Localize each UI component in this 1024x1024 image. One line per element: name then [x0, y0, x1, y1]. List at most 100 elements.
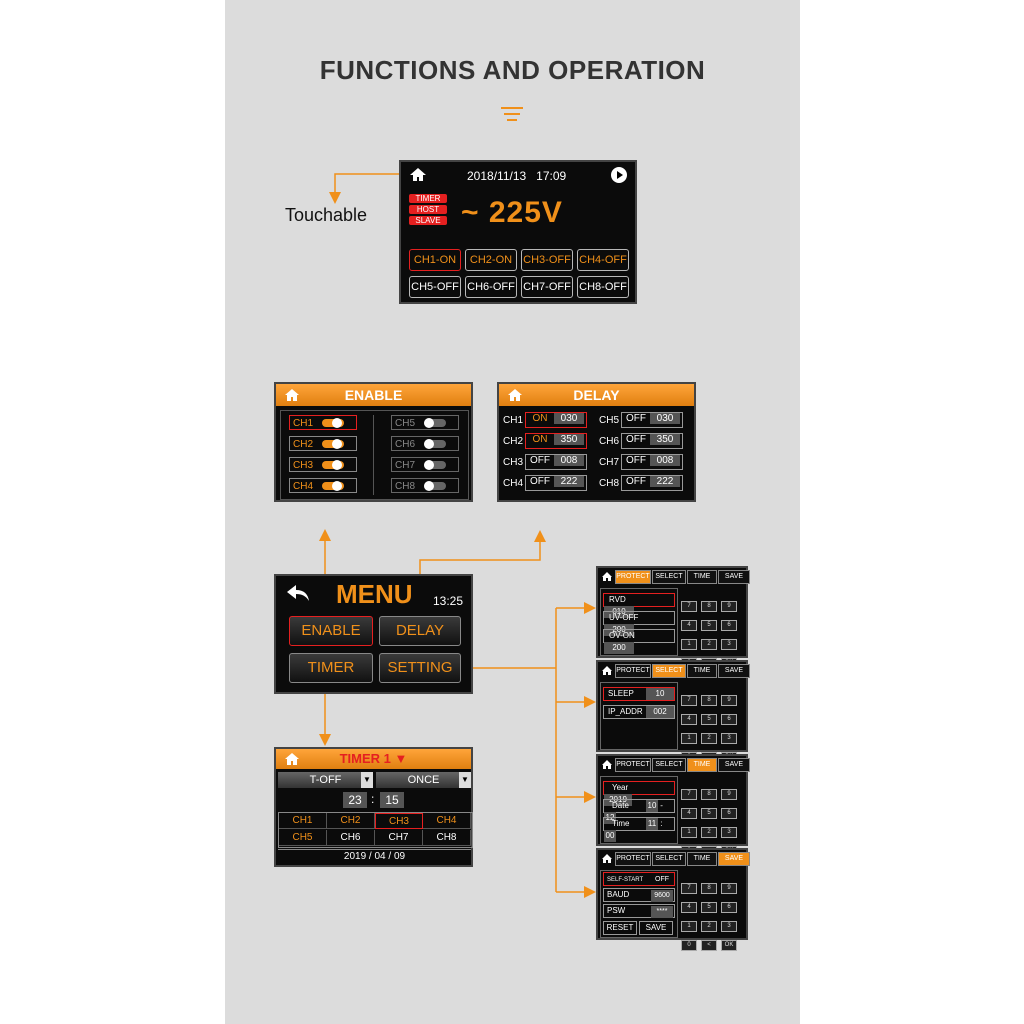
timer-channel[interactable]: CH5 — [279, 830, 327, 846]
hh-value[interactable]: 11 — [646, 818, 658, 830]
keypad-key[interactable]: 5 — [701, 620, 717, 631]
timer-channel[interactable]: CH2 — [327, 813, 375, 829]
keypad-key[interactable]: 8 — [701, 789, 717, 800]
toggle-switch[interactable] — [423, 418, 446, 429]
keypad-key[interactable]: 5 — [701, 902, 717, 913]
timer-channel[interactable]: CH8 — [423, 830, 471, 846]
tab-protect[interactable]: PROTECT — [615, 758, 651, 772]
keypad-key[interactable]: 5 — [701, 808, 717, 819]
delay-value[interactable]: 222 — [650, 476, 680, 487]
year-row[interactable]: Year2019 — [603, 781, 675, 806]
setting-button[interactable]: SETTING — [379, 653, 461, 683]
tab-select[interactable]: SELECT — [652, 758, 686, 772]
home-icon[interactable] — [507, 388, 523, 402]
keypad-key[interactable]: 6 — [721, 902, 737, 913]
timer-channel[interactable]: CH3 — [375, 813, 423, 829]
keypad-key[interactable]: OK — [721, 940, 737, 951]
tab-time[interactable]: TIME — [687, 664, 717, 678]
toggle-switch[interactable] — [321, 460, 344, 471]
keypad-key[interactable]: 2 — [701, 827, 717, 838]
keypad-key[interactable]: 7 — [681, 695, 697, 706]
keypad-key[interactable]: 4 — [681, 714, 697, 725]
tab-protect[interactable]: PROTECT — [615, 570, 651, 584]
timer-channel[interactable]: CH7 — [375, 830, 423, 846]
keypad-key[interactable]: 4 — [681, 902, 697, 913]
keypad-key[interactable]: 7 — [681, 789, 697, 800]
save-button[interactable]: SAVE — [639, 921, 673, 935]
keypad-key[interactable]: 7 — [681, 601, 697, 612]
delay-value[interactable]: 030 — [650, 413, 680, 424]
keypad-key[interactable]: 9 — [721, 695, 737, 706]
home-icon[interactable] — [601, 665, 613, 676]
minute-field[interactable]: 15 — [380, 792, 404, 808]
mm-value[interactable]: 00 — [604, 830, 616, 842]
home-icon[interactable] — [601, 759, 613, 770]
keypad-key[interactable]: 8 — [701, 601, 717, 612]
delay-value[interactable]: 030 — [554, 413, 584, 424]
home-icon[interactable] — [284, 388, 300, 402]
keypad-key[interactable]: 4 — [681, 808, 697, 819]
keypad-key[interactable]: 3 — [721, 921, 737, 932]
channel-button[interactable]: CH4-OFF — [577, 249, 629, 271]
mode-select[interactable]: T-OFF▼ — [278, 772, 373, 788]
keypad-key[interactable]: 2 — [701, 733, 717, 744]
enable-row[interactable]: CH5 — [391, 415, 459, 430]
channel-button[interactable]: CH2-ON — [465, 249, 517, 271]
keypad-key[interactable]: 1 — [681, 733, 697, 744]
enable-button[interactable]: ENABLE — [289, 616, 373, 646]
setting-row[interactable]: UV-OFF200 — [603, 611, 675, 636]
delay-value[interactable]: 350 — [650, 434, 680, 445]
enable-row[interactable]: CH4 — [289, 478, 357, 493]
setting-value[interactable]: **** — [651, 906, 673, 918]
channel-button[interactable]: CH7-OFF — [521, 276, 573, 298]
keypad-key[interactable]: 9 — [721, 883, 737, 894]
keypad-key[interactable]: 8 — [701, 695, 717, 706]
setting-value[interactable]: 002 — [646, 706, 674, 718]
keypad-key[interactable]: 5 — [701, 714, 717, 725]
setting-row[interactable]: RVD010 — [603, 593, 675, 618]
keypad-key[interactable]: 1 — [681, 921, 697, 932]
enable-row[interactable]: CH8 — [391, 478, 459, 493]
home-icon[interactable] — [601, 571, 613, 582]
tab-save[interactable]: SAVE — [718, 570, 750, 584]
setting-value[interactable]: 10 — [646, 688, 674, 700]
tab-select[interactable]: SELECT — [652, 570, 686, 584]
keypad-key[interactable]: 1 — [681, 639, 697, 650]
keypad-key[interactable]: 2 — [701, 921, 717, 932]
keypad-key[interactable]: 7 — [681, 883, 697, 894]
toggle-switch[interactable] — [423, 439, 446, 450]
channel-button[interactable]: CH1-ON — [409, 249, 461, 271]
delay-value[interactable]: 350 — [554, 434, 584, 445]
channel-button[interactable]: CH8-OFF — [577, 276, 629, 298]
tab-save[interactable]: SAVE — [718, 852, 750, 866]
toggle-switch[interactable] — [321, 418, 344, 429]
timer-channel[interactable]: CH4 — [423, 813, 471, 829]
tab-protect[interactable]: PROTECT — [615, 664, 651, 678]
delay-value[interactable]: 008 — [650, 455, 680, 466]
keypad-key[interactable]: 6 — [721, 808, 737, 819]
home-icon[interactable] — [409, 167, 427, 182]
toggle-switch[interactable] — [321, 439, 344, 450]
tab-select[interactable]: SELECT — [652, 852, 686, 866]
home-icon[interactable] — [601, 853, 613, 864]
channel-button[interactable]: CH5-OFF — [409, 276, 461, 298]
keypad-key[interactable]: 0 — [681, 940, 697, 951]
enable-row[interactable]: CH7 — [391, 457, 459, 472]
tab-save[interactable]: SAVE — [718, 664, 750, 678]
setting-value[interactable]: OFF — [655, 876, 669, 883]
back-arrow-icon[interactable] — [286, 584, 310, 602]
enable-row[interactable]: CH2 — [289, 436, 357, 451]
enable-row[interactable]: CH1 — [289, 415, 357, 430]
enable-row[interactable]: CH3 — [289, 457, 357, 472]
keypad-key[interactable]: 3 — [721, 639, 737, 650]
setting-row[interactable]: OV-ON200 — [603, 629, 675, 654]
